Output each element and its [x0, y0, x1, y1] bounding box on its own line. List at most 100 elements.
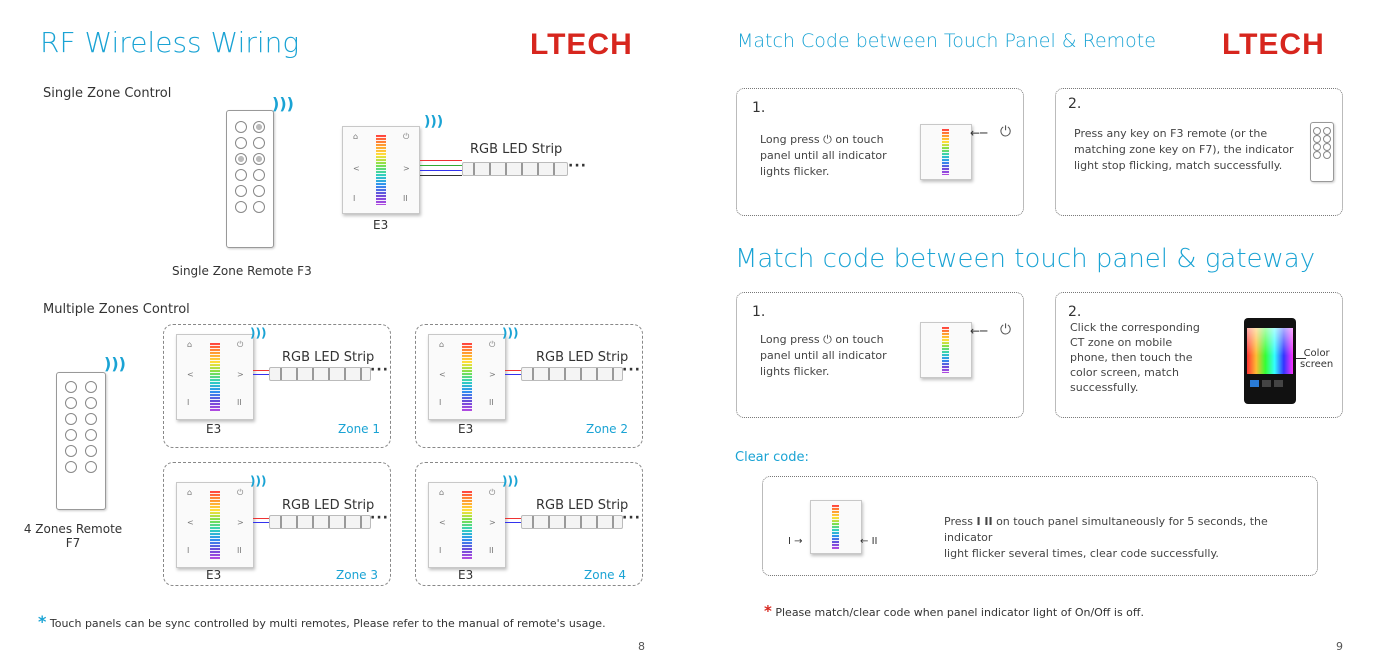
zone-box-2 — [415, 324, 643, 448]
f3-remote — [226, 110, 274, 248]
step1-text: Long press ⏻ on touch panel until all in… — [760, 132, 920, 180]
color-screen-line1: Color — [1303, 348, 1330, 359]
e3-label: E3 — [206, 568, 222, 582]
e3-label: E3 — [458, 568, 474, 582]
e3-panel-mini — [810, 500, 862, 554]
phone-screenshot — [1244, 318, 1296, 404]
remote-step2-box — [1055, 88, 1343, 216]
four-zone-caption-line2: F7 — [65, 536, 81, 550]
e3-label: E3 — [373, 218, 389, 232]
power-icon: ⏻ — [823, 133, 832, 146]
zone-1-label: Zone 1 — [338, 422, 380, 436]
gw-step2-line4: color screen, match — [1070, 366, 1179, 379]
step2-line2: matching zone key on F7), the indicator — [1074, 143, 1294, 156]
zone-box-3 — [163, 462, 391, 586]
gw-step2-line5: successfully. — [1070, 381, 1139, 394]
rgb-led-strip — [269, 515, 371, 529]
gw-step1-line1: Long press — [760, 333, 820, 346]
step2-line3: light stop flicking, match successfully. — [1074, 159, 1283, 172]
rgb-strip-label: RGB LED Strip — [282, 350, 375, 365]
step2-number: 2. — [1068, 96, 1082, 112]
single-remote-caption: Single Zone Remote F3 — [172, 264, 312, 278]
rgb-strip-label: RGB LED Strip — [536, 498, 629, 513]
step2-text: Press any key on F3 remote (or the match… — [1074, 126, 1304, 174]
color-screen-label: Color screen — [1300, 348, 1333, 370]
four-zone-caption-line1: 4 Zones Remote — [23, 522, 123, 536]
zone-box-4 — [415, 462, 643, 586]
gateway-title: Match code between touch panel & gateway — [735, 244, 1316, 274]
clear-code-box — [762, 476, 1318, 576]
rgb-led-strip — [521, 367, 623, 381]
step1-line1: Long press — [760, 133, 820, 146]
zone-3-label: Zone 3 — [336, 568, 378, 582]
wireless-signal-icon: ))) — [104, 354, 126, 373]
f7-remote — [56, 372, 106, 510]
e3-label: E3 — [206, 422, 222, 436]
step1-line3: lights flicker. — [760, 165, 830, 178]
step2-line1: Press any key on F3 remote (or the — [1074, 127, 1268, 140]
wireless-signal-icon: ))) — [250, 474, 267, 488]
page-title-left: RF Wireless Wiring — [40, 26, 300, 59]
wireless-signal-icon: ))) — [272, 94, 294, 113]
rgb-strip-label: RGB LED Strip — [536, 350, 629, 365]
e3-panel-mini — [920, 322, 972, 378]
clear-keys: I II — [976, 515, 993, 528]
multi-zone-label: Multiple Zones Control — [43, 302, 190, 317]
e3-panel-mini — [920, 124, 972, 180]
strip-continuation: ··· — [568, 158, 587, 174]
ltech-logo-right: LTECH — [1222, 28, 1325, 61]
rgb-led-strip — [521, 515, 623, 529]
power-icon: ⏻ — [1000, 124, 1012, 140]
rgb-strip-label: RGB LED Strip — [470, 142, 563, 157]
gw-step2-line3: phone, then touch the — [1070, 351, 1193, 364]
gw-step2-number: 2. — [1068, 304, 1082, 320]
color-screen-line2: screen — [1300, 359, 1334, 370]
key-ii-label: ← II — [860, 536, 878, 547]
power-icon: ⏻ — [1000, 322, 1012, 338]
gw-step1-line1b: on touch — [835, 333, 884, 346]
key-ii-text: II — [871, 536, 878, 547]
rgb-led-strip — [269, 367, 371, 381]
right-footnote: * Please match/clear code when panel ind… — [764, 602, 1144, 620]
left-footnote: * Touch panels can be sync controlled by… — [38, 612, 606, 631]
ltech-logo-left: LTECH — [530, 28, 633, 61]
strip-continuation: ··· — [370, 510, 389, 526]
page-number-left: 8 — [638, 640, 645, 653]
clear-line2: light flicker several times, clear code … — [944, 547, 1219, 560]
gw-step1-line3: lights flicker. — [760, 365, 830, 378]
asterisk-icon: * — [764, 602, 772, 620]
step1-line2: panel until all indicator — [760, 149, 887, 162]
clear-line1b: on touch panel simultaneously for 5 seco… — [944, 515, 1268, 544]
zone-2-label: Zone 2 — [586, 422, 628, 436]
gw-step1-line2: panel until all indicator — [760, 349, 887, 362]
zone-4-label: Zone 4 — [584, 568, 626, 582]
gw-step1-text: Long press ⏻ on touch panel until all in… — [760, 332, 920, 380]
mini-remote — [1310, 122, 1334, 182]
page-title-right: Match Code between Touch Panel & Remote — [737, 30, 1156, 52]
single-zone-label: Single Zone Control — [43, 86, 172, 101]
clear-code-title: Clear code: — [735, 450, 809, 465]
key-i-label: I → — [788, 536, 803, 547]
clear-line1a: Press — [944, 515, 973, 528]
rgb-strip-label: RGB LED Strip — [282, 498, 375, 513]
arrow-to-power: ←─ — [970, 324, 988, 338]
gateway-step2-box — [1055, 292, 1343, 418]
clear-code-text: Press I II on touch panel simultaneously… — [944, 514, 1294, 562]
step1-line1b: on touch — [835, 133, 884, 146]
gw-step1-number: 1. — [752, 304, 766, 320]
strip-continuation: ··· — [622, 362, 641, 378]
right-footnote-text: Please match/clear code when panel indic… — [775, 606, 1144, 619]
e3-label: E3 — [458, 422, 474, 436]
gw-step2-line2: CT zone on mobile — [1070, 336, 1173, 349]
key-i-text: I — [788, 536, 791, 547]
gw-step2-text: Click the corresponding CT zone on mobil… — [1070, 320, 1220, 395]
four-zone-caption: 4 Zones Remote F7 — [22, 522, 124, 550]
remote-step1-box — [736, 88, 1024, 216]
wireless-signal-icon: ))) — [250, 326, 267, 340]
asterisk-icon: * — [38, 612, 47, 631]
